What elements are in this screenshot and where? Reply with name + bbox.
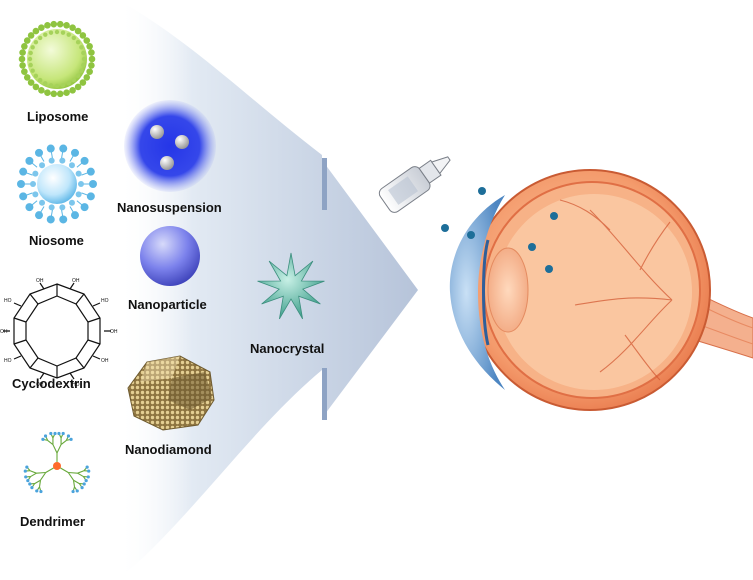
arrow-edge-top bbox=[322, 158, 327, 210]
cornea bbox=[449, 195, 505, 390]
nanodiamond-label: Nanodiamond bbox=[125, 442, 212, 457]
nanocrystal-icon bbox=[257, 252, 325, 320]
dendrimer-label: Dendrimer bbox=[20, 514, 86, 529]
svg-text:OH: OH bbox=[36, 382, 44, 388]
liposome-icon bbox=[18, 20, 96, 98]
drug-drops bbox=[441, 187, 558, 273]
nanodiamond-icon bbox=[127, 355, 215, 431]
svg-text:HO: HO bbox=[4, 358, 12, 364]
niosome-label: Niosome bbox=[29, 233, 84, 248]
svg-text:HO: HO bbox=[101, 298, 109, 304]
delivery-arrow bbox=[118, 0, 418, 580]
svg-text:HO: HO bbox=[72, 382, 80, 388]
dendrimer-core bbox=[53, 462, 61, 470]
nanoparticle-label: Nanoparticle bbox=[128, 297, 207, 312]
svg-text:OH: OH bbox=[110, 329, 118, 335]
svg-text:OH: OH bbox=[72, 278, 80, 284]
cyclodextrin-icon bbox=[3, 282, 111, 380]
arrow-edge-bottom bbox=[322, 368, 327, 420]
nanosuspension-icon bbox=[124, 100, 216, 192]
lens bbox=[487, 247, 529, 333]
cyclodextrin-label: Cyclodextrin bbox=[12, 376, 91, 391]
svg-text:OH: OH bbox=[101, 358, 109, 364]
nanocrystal-label: Nanocrystal bbox=[250, 341, 325, 356]
nanosuspension-label: Nanosuspension bbox=[117, 200, 222, 215]
nanoparticle-icon bbox=[140, 226, 200, 286]
svg-text:HO: HO bbox=[4, 298, 12, 304]
svg-text:OH: OH bbox=[0, 329, 8, 335]
liposome-label: Liposome bbox=[27, 109, 89, 124]
svg-text:OH: OH bbox=[36, 278, 44, 284]
eye-cross-section-icon bbox=[449, 169, 753, 411]
niosome-icon bbox=[17, 144, 97, 224]
cyclodextrin-labels: OH OH HO OH OH HO OH HO OH HO bbox=[0, 278, 118, 388]
eye-dropper-icon bbox=[378, 156, 451, 213]
dendrimer-icon bbox=[23, 431, 91, 494]
